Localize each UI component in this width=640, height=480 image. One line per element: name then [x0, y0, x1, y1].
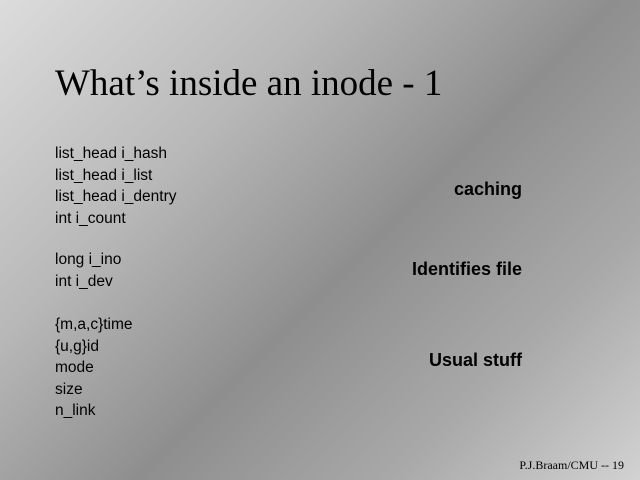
field-line: int i_count	[55, 209, 126, 227]
field-line: long i_ino	[55, 251, 122, 268]
slide-footer: P.J.Braam/CMU -- 19	[519, 458, 624, 472]
field-line: int i_dev	[55, 272, 113, 290]
description-caching: caching	[453, 179, 522, 199]
description-usual-stuff: Usual stuff	[428, 350, 522, 370]
field-line: list_head i_list	[55, 166, 153, 184]
field-line: list_head i_hash	[55, 145, 168, 162]
field-line: list_head i_dentry	[55, 188, 177, 205]
field-line: {m,a,c}time	[55, 316, 133, 333]
field-list-usual-stuff: {m,a,c}time {u,g}id mode size n_link	[55, 314, 133, 422]
description-identifies-file: Identifies file	[411, 259, 522, 279]
field-list-caching: list_head i_hash list_head i_list list_h…	[55, 143, 177, 229]
slide-title: What’s inside an inode - 1	[55, 63, 443, 104]
field-line: mode	[55, 359, 94, 376]
field-line: size	[55, 380, 83, 398]
field-list-identifies-file: long i_ino int i_dev	[55, 249, 121, 292]
field-line: n_link	[55, 402, 96, 419]
field-line: {u,g}id	[55, 337, 99, 355]
